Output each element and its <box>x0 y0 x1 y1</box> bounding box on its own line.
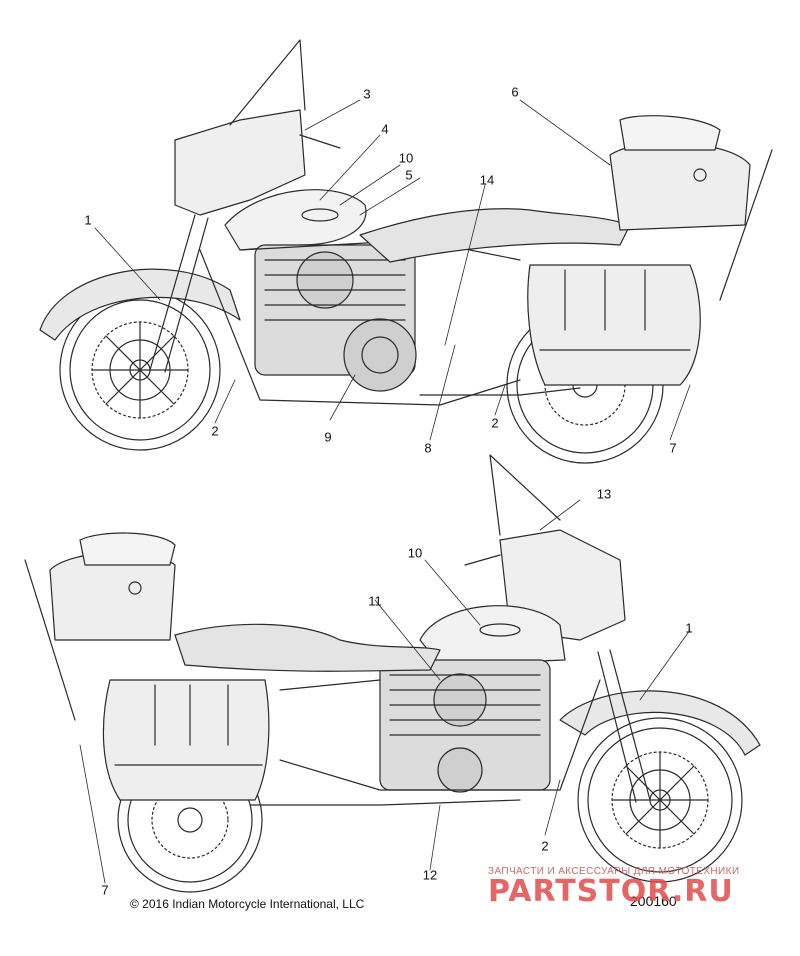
callout-upper-2a: 2 <box>211 423 219 439</box>
upper-front-fork <box>149 214 209 373</box>
lower-exhaust <box>249 799 521 806</box>
upper-windshield <box>229 39 306 126</box>
watermark-tagline: ЗАПЧАСТИ И АКСЕССУАРЫ ДЛЯ МОТОТЕХНИКИ <box>488 866 740 877</box>
upper-bike-illustration <box>39 39 773 464</box>
watermark-brand: PARTSTOR.RU <box>488 874 734 909</box>
callout-upper-6: 6 <box>511 84 519 100</box>
upper-saddlebag <box>527 264 701 386</box>
upper-mirror <box>299 134 341 149</box>
callout-upper-3: 3 <box>363 86 371 102</box>
lower-bike-illustration <box>24 454 761 893</box>
callout-upper-2b: 2 <box>491 415 499 431</box>
lower-engine <box>379 659 551 793</box>
upper-front-fender <box>39 268 241 341</box>
upper-fuel-tank <box>224 189 367 251</box>
lower-front-wheel <box>577 717 743 883</box>
diagram-number: 200160 <box>630 893 677 909</box>
callout-lower-12: 12 <box>422 867 438 883</box>
callout-lower-13: 13 <box>596 486 612 502</box>
callout-upper-9: 9 <box>324 429 332 445</box>
upper-exhaust <box>419 387 581 396</box>
callout-upper-10: 10 <box>398 150 414 166</box>
callout-upper-8: 8 <box>424 440 432 456</box>
callout-upper-1: 1 <box>84 212 92 228</box>
lower-mirror <box>464 554 501 566</box>
upper-antenna <box>719 149 773 301</box>
lower-front-fender <box>559 690 761 756</box>
callout-upper-5: 5 <box>405 167 413 183</box>
lower-windshield <box>489 454 561 536</box>
lower-seat <box>174 623 441 672</box>
lower-frame <box>279 679 601 791</box>
callout-lower-1: 1 <box>685 620 693 636</box>
lower-front-fork <box>597 649 651 803</box>
callout-leader-lines <box>79 99 691 884</box>
upper-fairing <box>174 109 306 216</box>
upper-trunk <box>609 142 751 231</box>
upper-seat <box>359 208 631 263</box>
callout-lower-10: 10 <box>407 545 423 561</box>
callout-lower-2: 2 <box>541 838 549 854</box>
callout-upper-4: 4 <box>381 121 389 137</box>
lower-antenna <box>24 559 76 721</box>
callout-lower-11: 11 <box>368 593 382 609</box>
callout-upper-14: 14 <box>479 172 495 188</box>
lower-saddlebag <box>102 679 270 801</box>
upper-engine <box>254 244 417 392</box>
copyright-notice: © 2016 Indian Motorcycle International, … <box>130 897 365 911</box>
callout-lower-7: 7 <box>101 882 109 898</box>
callout-upper-7: 7 <box>669 440 677 456</box>
